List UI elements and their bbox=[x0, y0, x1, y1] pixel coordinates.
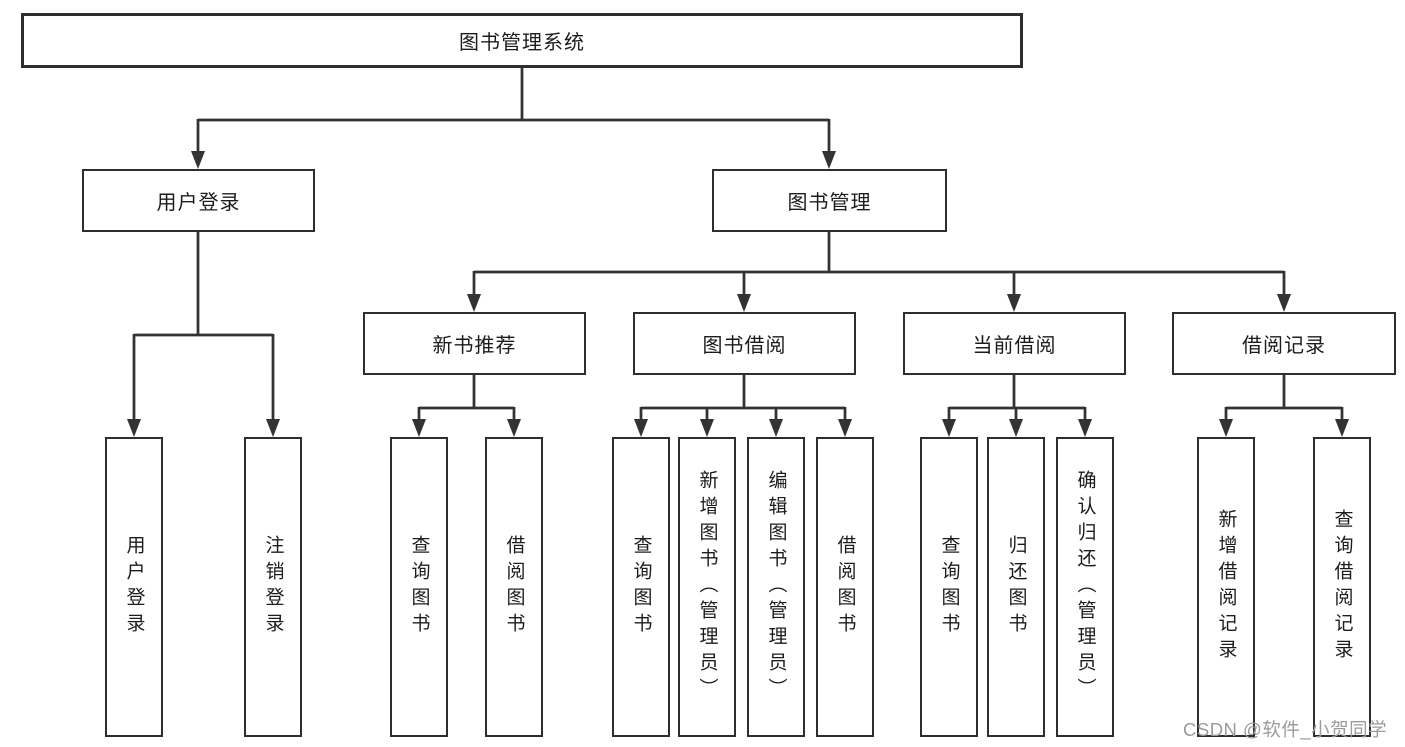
node-current-borrow: 当前借阅 bbox=[903, 312, 1126, 375]
node-label: 查询图书 bbox=[630, 535, 652, 639]
node-label: 借阅记录 bbox=[1242, 335, 1326, 357]
node-label: 注销登录 bbox=[262, 535, 284, 639]
leaf-query-books-current: 查询图书 bbox=[920, 437, 978, 737]
leaf-borrow-books: 借阅图书 bbox=[816, 437, 874, 737]
leaf-return-book: 归还图书 bbox=[987, 437, 1045, 737]
node-label: 查询借阅记录 bbox=[1331, 509, 1353, 665]
leaf-query-books-recommend: 查询图书 bbox=[390, 437, 448, 737]
node-label: 查询图书 bbox=[938, 535, 960, 639]
node-user-login: 用户登录 bbox=[82, 169, 315, 232]
node-label: 图书管理 bbox=[787, 192, 872, 214]
leaf-logout: 注销登录 bbox=[244, 437, 302, 737]
node-label: 新增借阅记录 bbox=[1215, 509, 1237, 665]
node-label: 借阅图书 bbox=[503, 535, 525, 639]
node-label: 编辑图书（管理员） bbox=[765, 470, 787, 704]
leaf-confirm-return-admin: 确认归还（管理员） bbox=[1056, 437, 1114, 737]
leaf-user-login: 用户登录 bbox=[105, 437, 163, 737]
node-label: 图书借阅 bbox=[702, 335, 787, 357]
node-label: 归还图书 bbox=[1005, 535, 1027, 639]
leaf-add-borrow-record: 新增借阅记录 bbox=[1197, 437, 1255, 737]
leaf-borrow-books-recommend: 借阅图书 bbox=[485, 437, 543, 737]
node-label: 图书管理系统 bbox=[459, 32, 585, 54]
leaf-query-borrow-record: 查询借阅记录 bbox=[1313, 437, 1371, 737]
node-label: 借阅图书 bbox=[834, 535, 856, 639]
node-label: 查询图书 bbox=[408, 535, 430, 639]
leaf-add-book-admin: 新增图书（管理员） bbox=[678, 437, 736, 737]
node-label: 用户登录 bbox=[123, 535, 145, 639]
node-book-management: 图书管理 bbox=[712, 169, 947, 232]
watermark: CSDN @软件_小贺同学 bbox=[1183, 719, 1388, 740]
node-label: 新书推荐 bbox=[432, 335, 517, 357]
node-label: 用户登录 bbox=[156, 192, 241, 214]
node-root: 图书管理系统 bbox=[21, 13, 1023, 68]
node-label: 确认归还（管理员） bbox=[1074, 470, 1096, 704]
leaf-edit-book-admin: 编辑图书（管理员） bbox=[747, 437, 805, 737]
node-label: 新增图书（管理员） bbox=[696, 470, 718, 704]
leaf-query-books-borrow: 查询图书 bbox=[612, 437, 670, 737]
node-book-borrow: 图书借阅 bbox=[633, 312, 856, 375]
node-label: 当前借阅 bbox=[972, 335, 1057, 357]
node-borrow-records: 借阅记录 bbox=[1172, 312, 1396, 375]
node-new-book-recommend: 新书推荐 bbox=[363, 312, 586, 375]
